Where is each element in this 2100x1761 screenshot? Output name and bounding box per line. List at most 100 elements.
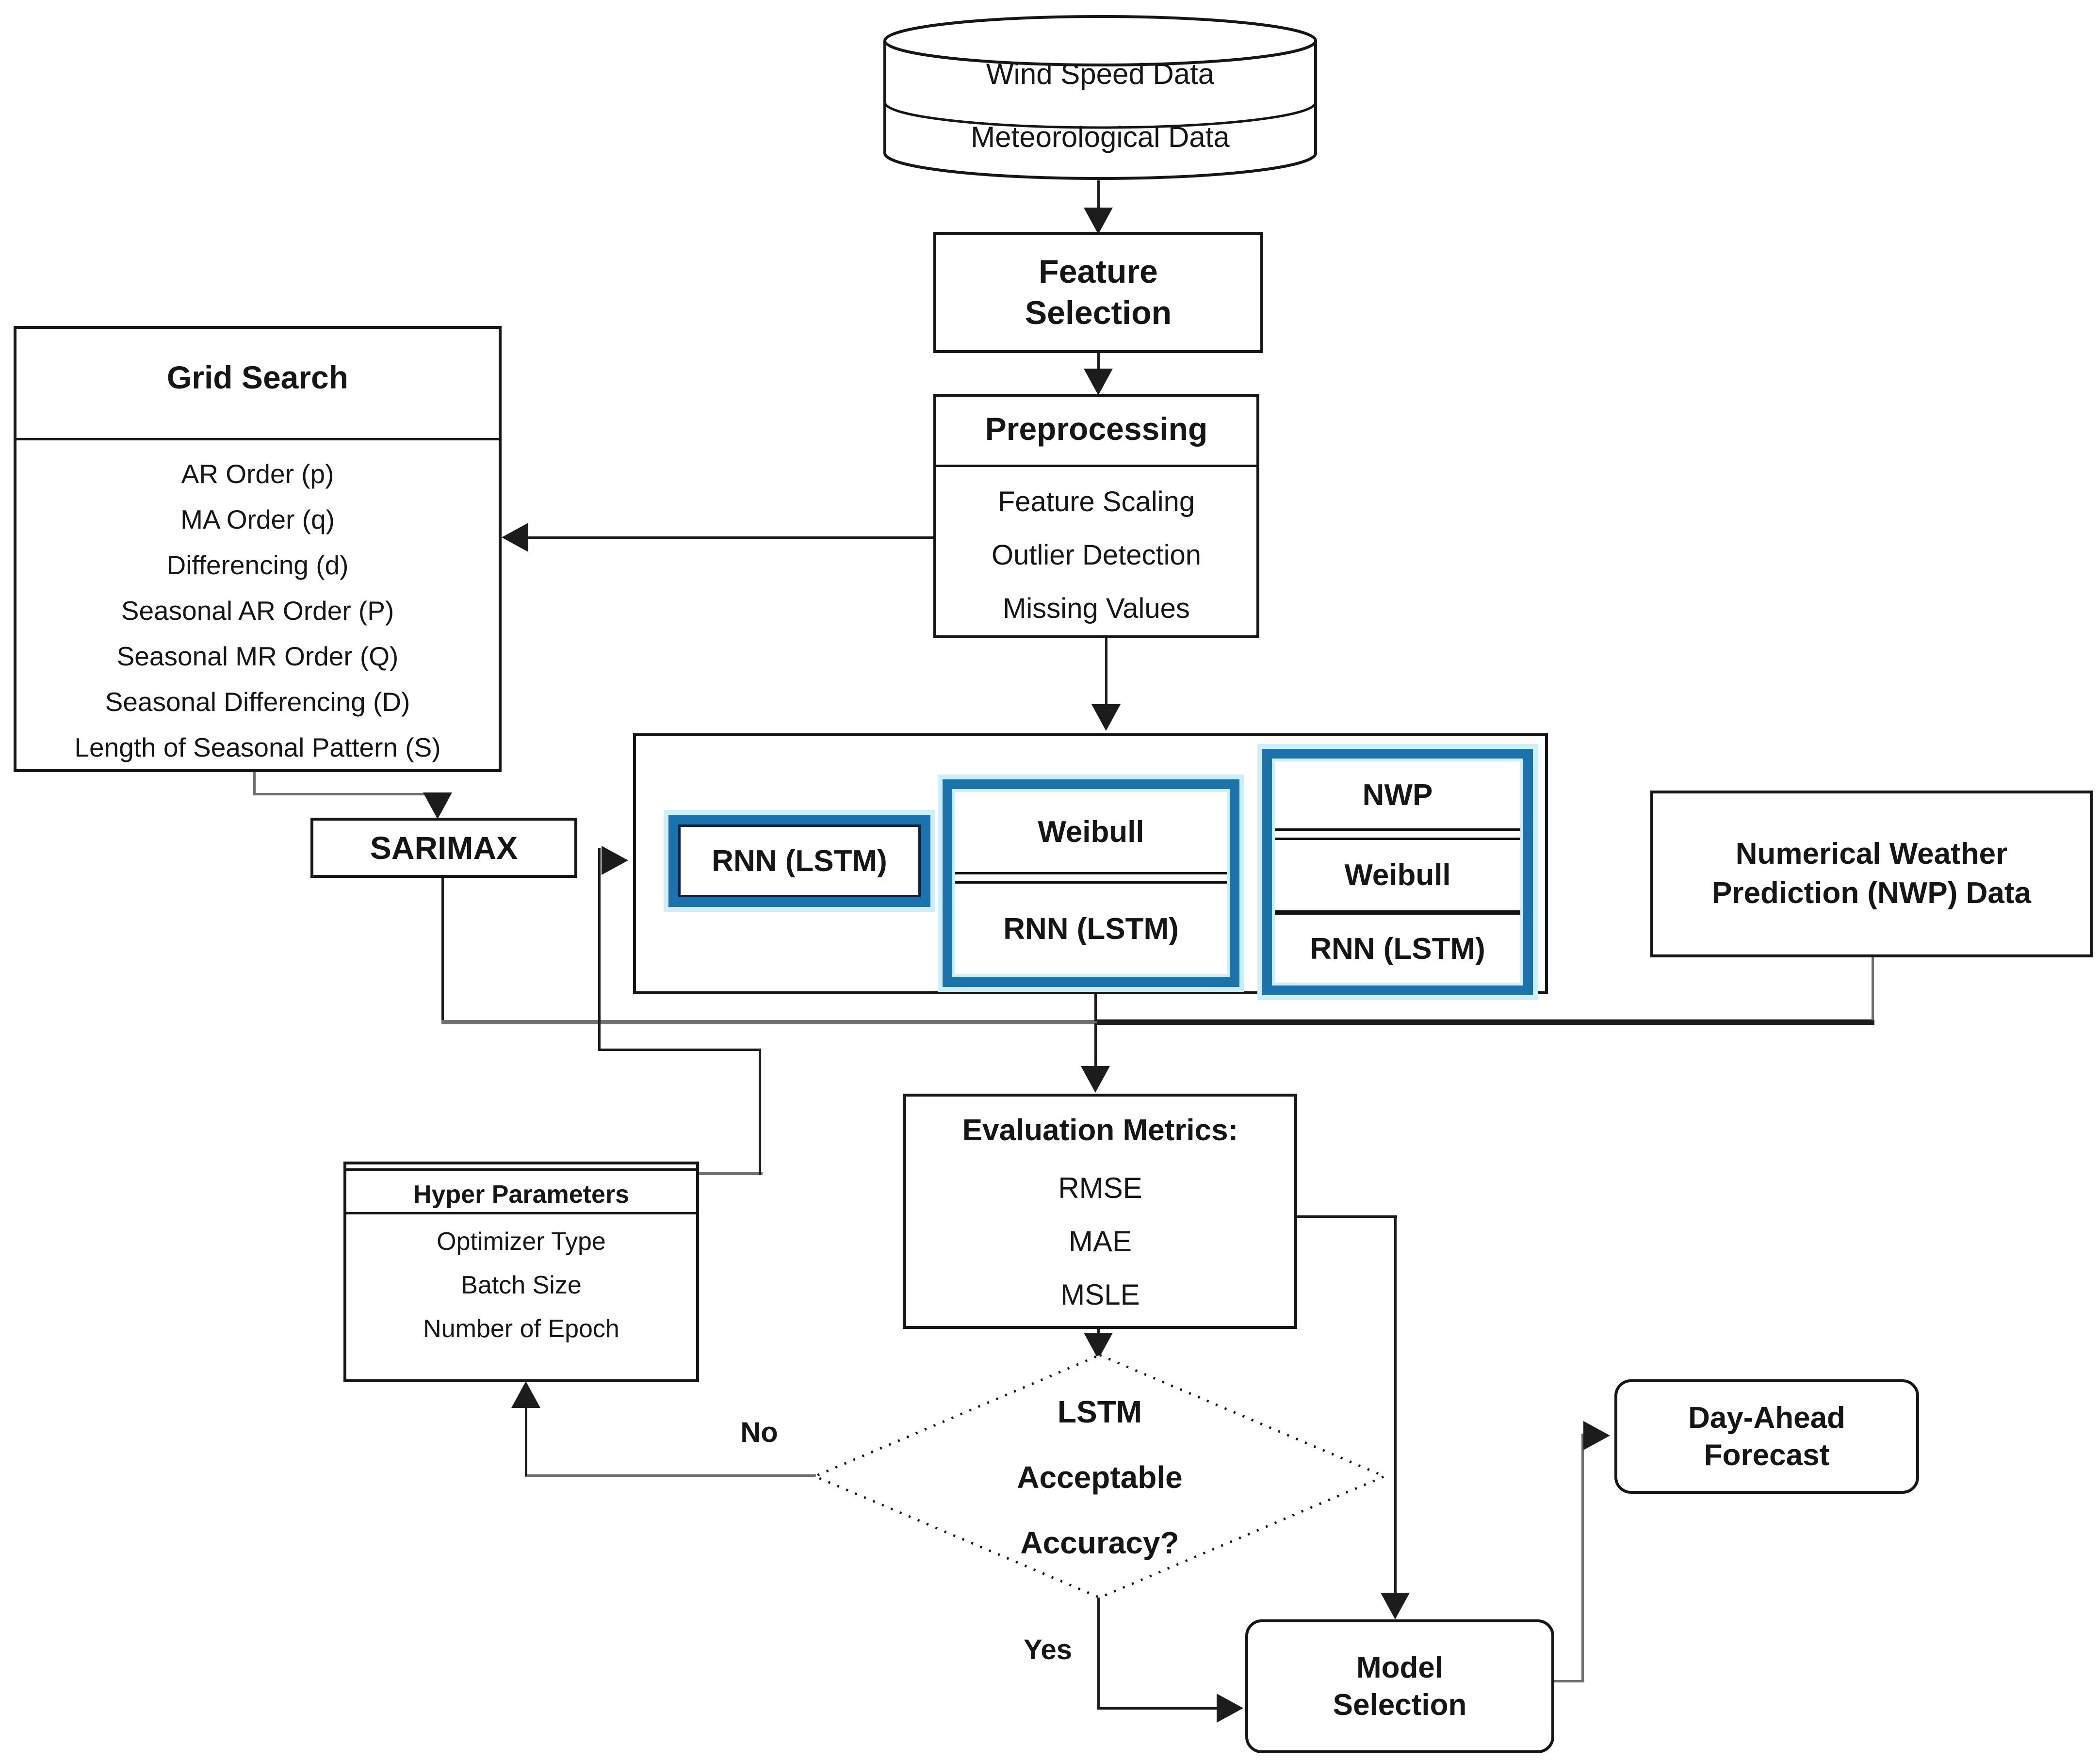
connector-models-down <box>1094 994 1097 1021</box>
node-weibull-rnn: Weibull RNN (LSTM) <box>952 789 1230 977</box>
connector-yes-right <box>1097 1707 1219 1710</box>
hyper-parameters-items: Optimizer Type Batch Size Number of Epoc… <box>346 1220 696 1351</box>
grid-search-item: AR Order (p) <box>181 459 334 489</box>
arrowhead-into-preprocessing <box>1084 369 1113 395</box>
hyper-parameters-item: Optimizer Type <box>437 1228 606 1256</box>
connector-evaluation-right <box>1297 1215 1397 1218</box>
weibull-rnn-divider <box>955 872 1227 884</box>
decision-line: Acceptable <box>1017 1460 1183 1495</box>
connector-feedback-up2 <box>598 848 601 1050</box>
grid-search-item: Length of Seasonal Pattern (S) <box>74 732 441 762</box>
hyper-parameters-divider <box>346 1212 696 1214</box>
evaluation-item: RMSE <box>1058 1172 1142 1204</box>
grid-search-items: AR Order (p) MA Order (q) Differencing (… <box>16 451 499 770</box>
node-nwp-data: Numerical Weather Prediction (NWP) Data <box>1650 791 2093 957</box>
nwp-label: NWP <box>1362 778 1433 812</box>
arrowhead-into-hyperparameters <box>511 1381 540 1408</box>
nwp-row: NWP <box>1275 761 1520 828</box>
connector-junction-evaluation <box>1094 1023 1097 1068</box>
model-selection-label: Model Selection <box>1333 1650 1467 1722</box>
connector-sarimax-down <box>441 878 444 1023</box>
hyper-parameters-title: Hyper Parameters <box>413 1180 630 1209</box>
arrowhead-into-sarimax <box>423 792 452 819</box>
weibull-label: Weibull <box>1344 858 1451 892</box>
grid-search-divider <box>16 438 499 440</box>
node-model-selection: Model Selection <box>1245 1619 1554 1753</box>
day-ahead-label: Day-Ahead Forecast <box>1688 1401 1845 1472</box>
datastore-cylinder <box>883 15 1317 180</box>
arrowhead-into-model-container <box>1091 704 1121 731</box>
rnn-row: RNN (LSTM) <box>1275 915 1520 983</box>
decision-line: LSTM <box>1057 1394 1142 1429</box>
node-preprocessing: Preprocessing Feature Scaling Outlier De… <box>933 394 1259 638</box>
nwp-data-label: Numerical Weather Prediction (NWP) Data <box>1712 837 2031 910</box>
node-day-ahead-forecast: Day-Ahead Forecast <box>1614 1379 1919 1494</box>
decision-diamond <box>812 1354 1388 1599</box>
arrowhead-into-day-ahead <box>1583 1421 1610 1450</box>
arrowhead-into-grid-search <box>502 523 528 552</box>
arrowhead-into-evaluation <box>1081 1066 1110 1093</box>
connector-feedback-jog <box>598 1049 761 1051</box>
connector-featureselection-preprocessing <box>1097 353 1100 371</box>
connector-modelselection-right <box>1554 1680 1584 1682</box>
node-rnn-lstm: RNN (LSTM) <box>678 824 921 897</box>
connector-junction-left <box>441 1020 1097 1024</box>
datastore-row-windspeed: Wind Speed Data <box>986 58 1215 90</box>
preprocessing-divider <box>936 465 1256 467</box>
connector-preprocessing-gridsearch <box>524 536 933 539</box>
connector-datastore-featureselection <box>1097 180 1100 209</box>
decision-line: Accuracy? <box>1020 1525 1179 1560</box>
evaluation-item: MSLE <box>1060 1278 1140 1311</box>
weibull-rnn-top: Weibull <box>955 792 1227 872</box>
preprocessing-item: Outlier Detection <box>992 539 1201 571</box>
connector-gridsearch-down <box>253 772 256 795</box>
hyper-parameters-double-topline <box>346 1168 696 1171</box>
arrowhead-into-model-selection-left <box>1217 1694 1243 1723</box>
rnn-lstm-label: RNN (LSTM) <box>712 844 887 878</box>
connector-preprocessing-models <box>1105 638 1107 706</box>
arrowhead-into-feature-selection <box>1084 208 1113 234</box>
nwp-weibull-divider <box>1275 828 1520 840</box>
arrowhead-into-model-selection-top <box>1381 1593 1410 1619</box>
evaluation-items: RMSE MAE MSLE <box>906 1162 1294 1322</box>
grid-search-item: Seasonal AR Order (P) <box>121 596 394 626</box>
node-nwp-weibull-rnn: NWP Weibull RNN (LSTM) <box>1272 759 1523 986</box>
node-sarimax: SARIMAX <box>310 818 577 878</box>
connector-no-up <box>525 1407 527 1476</box>
connector-nwpdata-down <box>1872 957 1874 1020</box>
rnn-label: RNN (LSTM) <box>1310 932 1485 966</box>
feature-selection-label: Feature Selection <box>1025 253 1172 331</box>
connector-evaluation-modelselection <box>1394 1215 1397 1595</box>
connector-modelselection-up <box>1581 1434 1584 1682</box>
sarimax-label: SARIMAX <box>370 830 518 866</box>
connector-no-path <box>525 1474 816 1477</box>
preprocessing-item: Missing Values <box>1003 593 1190 624</box>
decision-text: LSTM Acceptable Accuracy? <box>811 1379 1388 1576</box>
rnn-label: RNN (LSTM) <box>1003 912 1179 946</box>
grid-search-item: MA Order (q) <box>180 504 335 534</box>
weibull-rnn-single-divider <box>1275 910 1520 915</box>
connector-feedback-up1 <box>759 1049 761 1175</box>
connector-gridsearch-right <box>253 793 439 795</box>
connector-hyperparameters-stub <box>699 1172 763 1175</box>
no-label: No <box>740 1417 778 1448</box>
datastore-row-meteorological: Meteorological Data <box>971 121 1230 153</box>
hyper-parameters-item: Batch Size <box>461 1271 582 1299</box>
preprocessing-title: Preprocessing <box>985 411 1208 447</box>
weibull-label: Weibull <box>1038 815 1144 849</box>
weibull-rnn-bottom: RNN (LSTM) <box>955 884 1227 974</box>
evaluation-title: Evaluation Metrics: <box>962 1114 1238 1147</box>
preprocessing-item: Feature Scaling <box>997 486 1195 517</box>
yes-label: Yes <box>1024 1634 1072 1665</box>
node-evaluation-metrics: Evaluation Metrics: RMSE MAE MSLE <box>903 1094 1297 1329</box>
weibull-row: Weibull <box>1275 840 1520 910</box>
grid-search-item: Seasonal Differencing (D) <box>105 687 410 717</box>
connector-junction-right <box>1097 1019 1874 1025</box>
connector-evaluation-decision <box>1097 1329 1100 1336</box>
preprocessing-items: Feature Scaling Outlier Detection Missin… <box>936 475 1256 635</box>
node-hyper-parameters: Hyper Parameters Optimizer Type Batch Si… <box>343 1162 699 1382</box>
arrowhead-into-rnn <box>602 846 628 875</box>
connector-yes-down <box>1097 1598 1100 1709</box>
grid-search-title: Grid Search <box>166 359 349 395</box>
